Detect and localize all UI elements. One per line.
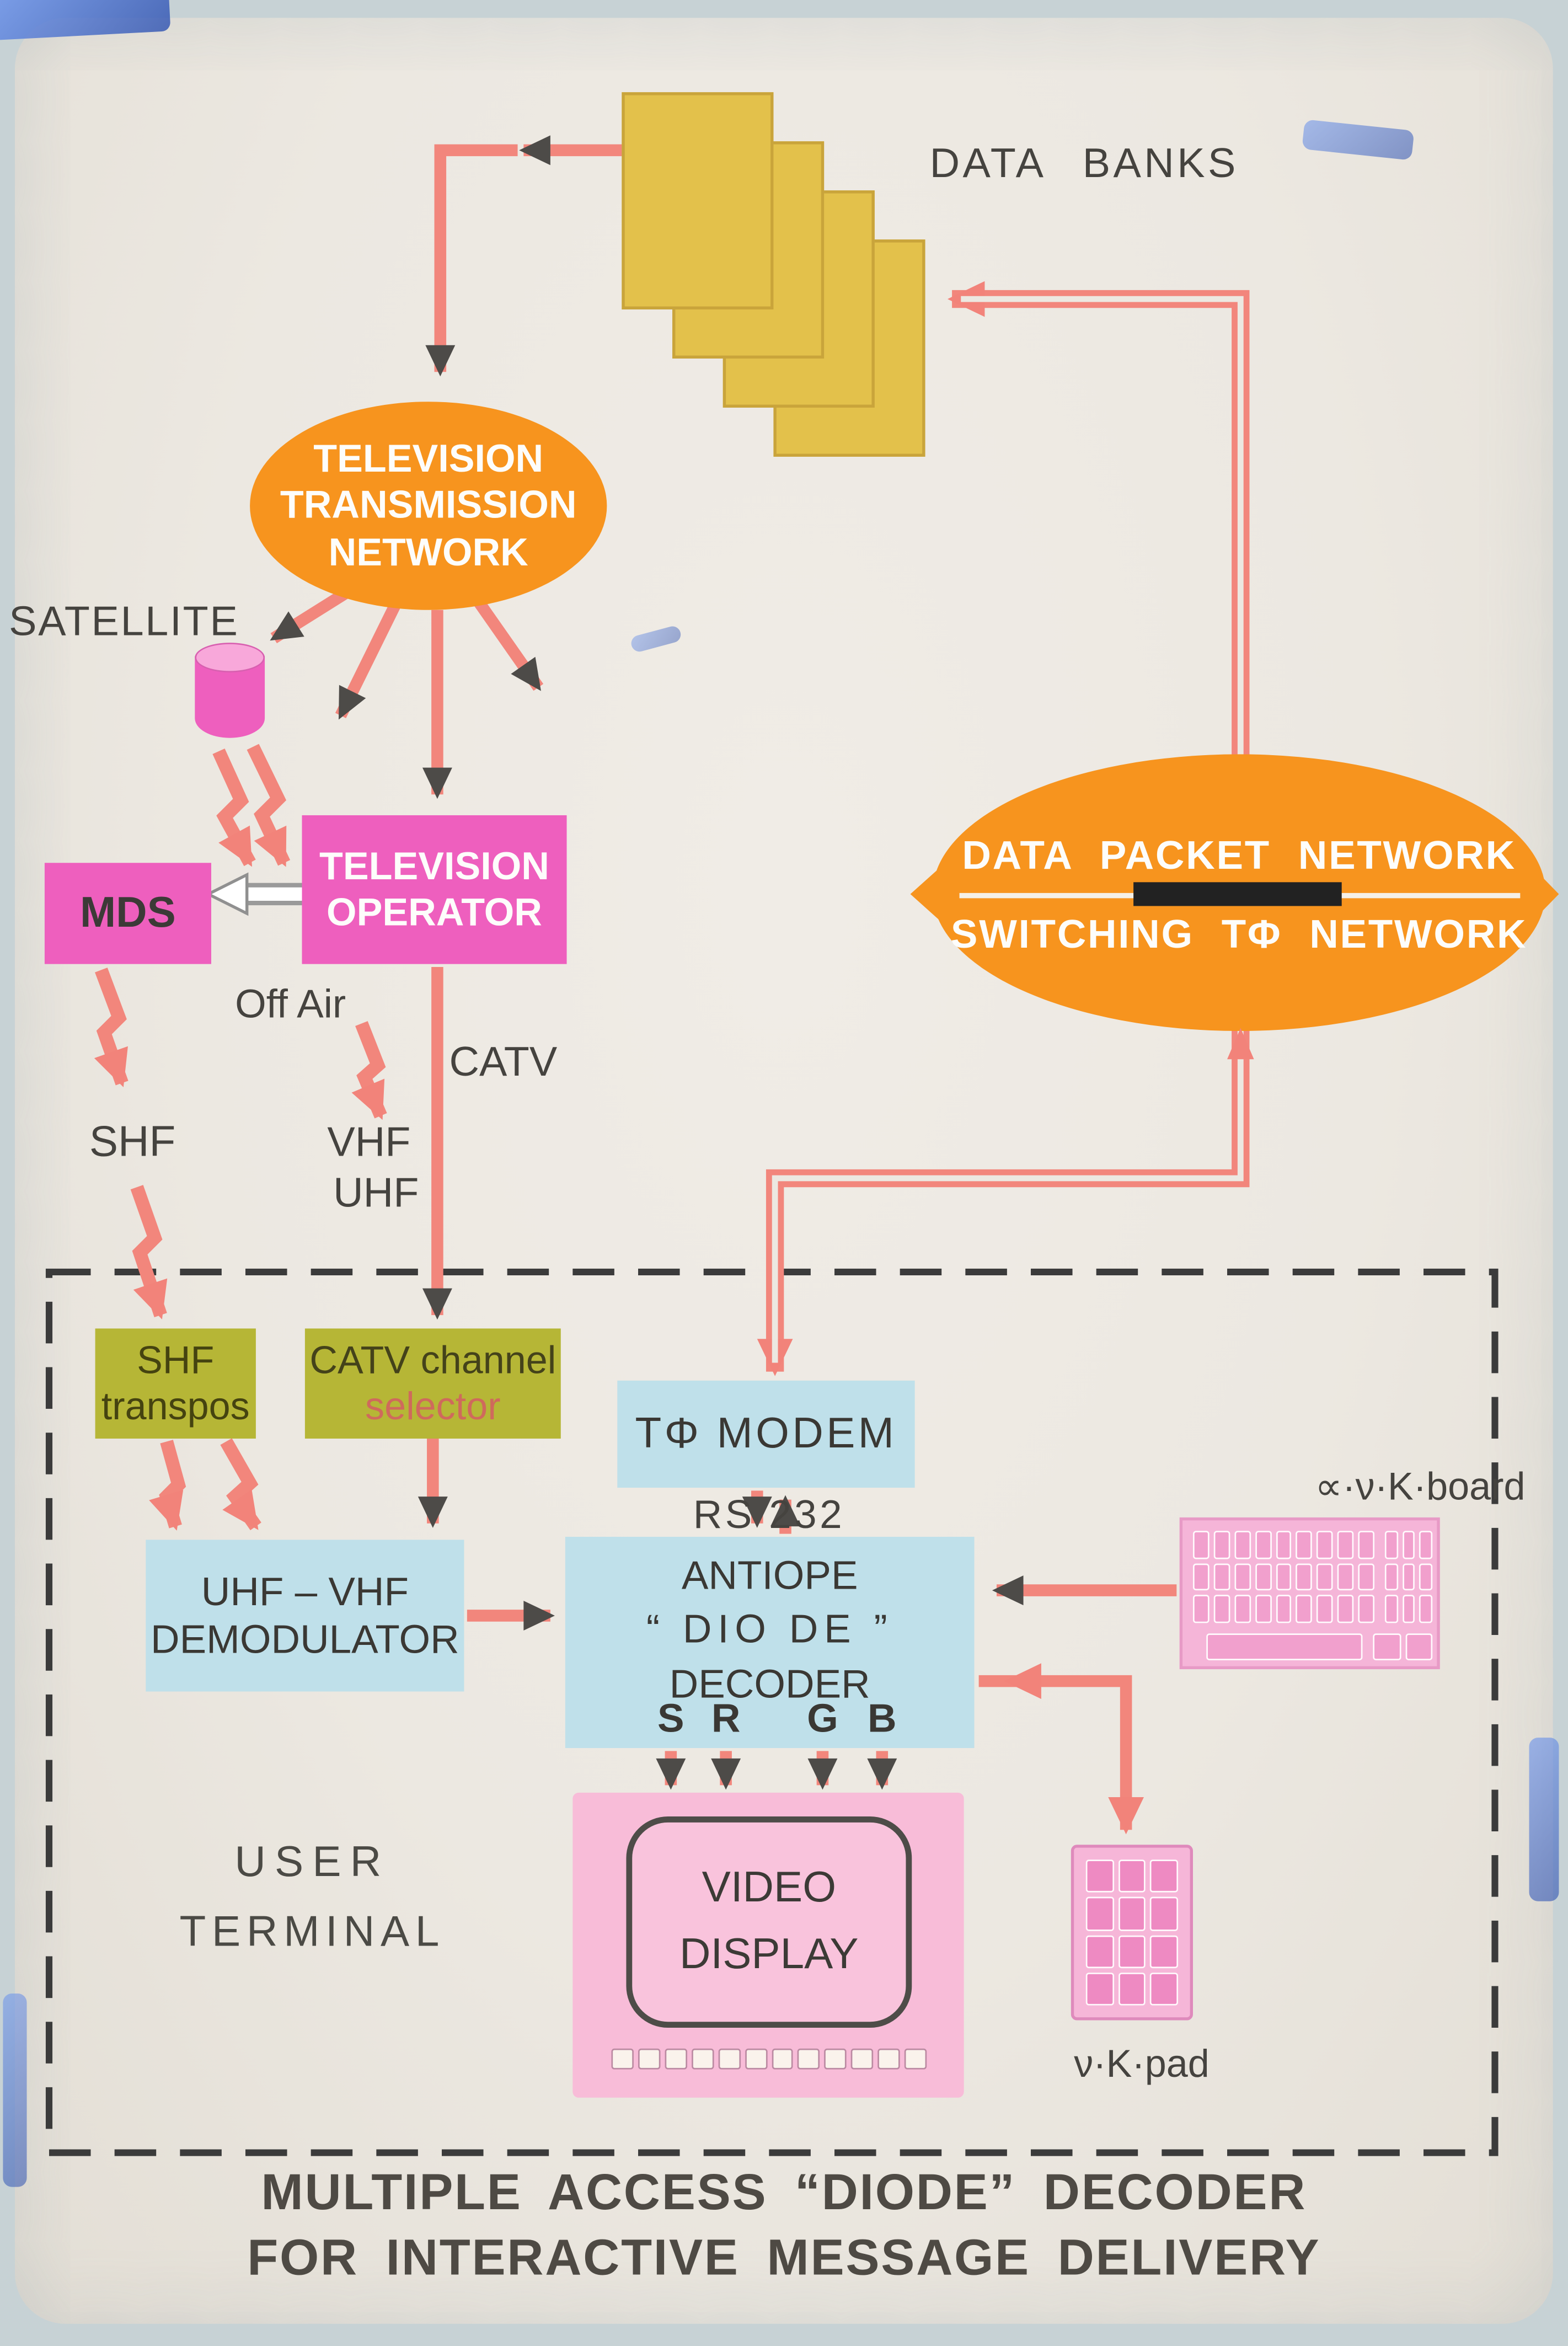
tv-network-line1: TELEVISION — [313, 436, 544, 481]
demodulator-line1: UHF – VHF — [201, 1569, 409, 1614]
uhf-vhf-demodulator-node: UHF – VHF DEMODULATOR — [146, 1540, 464, 1692]
open-arrowhead — [205, 872, 249, 916]
title-line1: MULTIPLE ACCESS “DIODE” DECODER — [261, 2165, 1307, 2221]
catv-selector-line2: selector — [365, 1383, 501, 1429]
catv-selector-line1: CATV channel — [309, 1337, 556, 1382]
film-artifact — [3, 1993, 27, 2187]
shf-transpos-line1: SHF — [137, 1337, 215, 1382]
rs232-label: RS 232 — [693, 1492, 845, 1537]
user-terminal-line1: USER — [234, 1839, 390, 1887]
tf-modem-label: TΦ MODEM — [635, 1409, 897, 1457]
alphanumeric-keyboard-label: ∝·ν·K·board — [1315, 1463, 1526, 1509]
pin-s-label: S — [657, 1696, 684, 1741]
pin-g-label: G — [807, 1696, 838, 1741]
video-display-line1: VIDEO — [702, 1864, 837, 1912]
data-bank-card — [622, 92, 774, 309]
numeric-keypad — [1071, 1845, 1193, 2021]
keyboard-bottom-keys — [1373, 1633, 1433, 1660]
alphanumeric-keyboard — [1179, 1517, 1440, 1670]
tf-modem-node: TΦ MODEM — [617, 1380, 915, 1488]
user-terminal-line2: TERMINAL — [179, 1909, 446, 1957]
crt-screen: VIDEO DISPLAY — [626, 1816, 912, 2028]
vhf-label: VHF — [327, 1119, 411, 1165]
tv-operator-line2: OPERATOR — [327, 889, 542, 934]
decoder-line1: ANTIOPE — [681, 1553, 858, 1598]
off-air-label: Off Air — [235, 982, 346, 1027]
keyboard-spacebar — [1206, 1633, 1363, 1660]
data-banks-label: DATA BANKS — [929, 140, 1239, 186]
tv-operator-node: TELEVISION OPERATOR — [302, 815, 567, 964]
display-vent-squares — [611, 2048, 927, 2070]
shf-label: SHF — [89, 1119, 176, 1167]
antiope-diode-decoder-node: ANTIOPE “ DIO DE ” DECODER S R G B — [565, 1537, 975, 1748]
title-line2: FOR INTERACTIVE MESSAGE DELIVERY — [247, 2230, 1321, 2287]
satellite-cylinder-top — [195, 643, 265, 673]
keyboard-main-keys — [1192, 1531, 1375, 1623]
shf-transpos-line2: transpos — [101, 1383, 250, 1429]
mds-label: MDS — [80, 889, 176, 937]
film-artifact — [1529, 1738, 1559, 1901]
tv-network-line3: NETWORK — [328, 529, 528, 574]
video-display-line2: DISPLAY — [679, 1931, 859, 1979]
tv-operator-line1: TELEVISION — [319, 843, 549, 888]
diagram-title: MULTIPLE ACCESS “DIODE” DECODER FOR INTE… — [92, 2160, 1475, 2291]
user-terminal-label: USER TERMINAL — [156, 1839, 468, 1958]
satellite-label: SATELLITE — [9, 598, 239, 644]
uhf-label: UHF — [333, 1169, 419, 1216]
shf-transposer-node: SHF transpos — [95, 1328, 256, 1439]
satellite-dish — [195, 643, 265, 738]
data-packet-network-label: DATA PACKET NETWORK — [962, 833, 1516, 878]
pin-b-label: B — [868, 1696, 897, 1741]
demodulator-line2: DEMODULATOR — [151, 1617, 459, 1662]
switching-network-label: SWITCHING TΦ NETWORK — [950, 912, 1528, 957]
uplink-arrowhead — [1227, 1028, 1254, 1060]
numeric-keypad-label: ν·K·pad — [1074, 2041, 1210, 2086]
tv-transmission-network: TELEVISION TRANSMISSION NETWORK — [250, 402, 607, 610]
mds-node: MDS — [44, 863, 211, 964]
catv-label: CATV — [449, 1038, 558, 1085]
data-banks-stack — [622, 92, 925, 457]
tv-network-line2: TRANSMISSION — [280, 482, 577, 527]
network-cable-bar — [1133, 882, 1342, 906]
decoder-line3: DECODER — [669, 1661, 870, 1706]
keypad-keys — [1085, 1859, 1178, 2006]
video-display-node: VIDEO DISPLAY — [572, 1792, 964, 2098]
keyboard-side-keys — [1384, 1531, 1433, 1623]
catv-channel-selector-node: CATV channel selector — [304, 1328, 561, 1439]
pin-r-label: R — [711, 1696, 741, 1741]
decoder-line2: “ DIO DE ” — [646, 1607, 893, 1652]
